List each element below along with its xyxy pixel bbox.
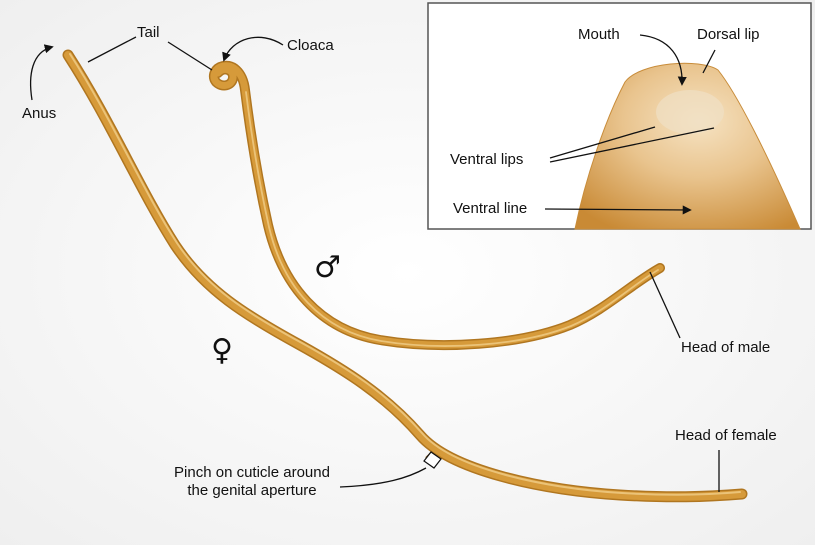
lips-area bbox=[656, 90, 724, 134]
pinch-leader bbox=[339, 467, 427, 488]
anus-arrow bbox=[29, 44, 54, 101]
label-pinch-line2: the genital aperture bbox=[187, 482, 317, 499]
inset-head-closeup bbox=[427, 2, 812, 230]
label-ventral-lips: Ventral lips bbox=[450, 151, 524, 168]
label-head-of-female: Head of female bbox=[675, 427, 777, 444]
label-dorsal-lip: Dorsal lip bbox=[697, 26, 760, 43]
dorsal-lip-leader bbox=[702, 49, 716, 74]
ventral-lip-leader-2 bbox=[549, 127, 715, 163]
cloaca-arrow bbox=[222, 36, 284, 62]
label-cloaca: Cloaca bbox=[287, 37, 334, 54]
label-pinch: Pinch on cuticle around the genital aper… bbox=[162, 464, 342, 500]
female-worm bbox=[62, 49, 748, 503]
label-anus: Anus bbox=[22, 105, 57, 122]
label-pinch-line1: Pinch on cuticle around bbox=[174, 464, 330, 481]
label-ventral-line: Ventral line bbox=[453, 200, 528, 217]
male-symbol: ♂ bbox=[314, 250, 341, 285]
pinch-bracket bbox=[423, 451, 442, 469]
label-tail: Tail bbox=[137, 24, 160, 41]
worm-head bbox=[574, 62, 801, 230]
head-of-male-leader bbox=[649, 271, 681, 339]
label-mouth: Mouth bbox=[578, 26, 620, 43]
male-worm bbox=[208, 60, 665, 350]
mouth-arrow bbox=[639, 34, 687, 86]
label-head-of-male: Head of male bbox=[681, 339, 771, 356]
ventral-lip-leader-1 bbox=[549, 126, 656, 159]
tail-leader-2 bbox=[167, 41, 213, 71]
tail-leader-1 bbox=[87, 36, 137, 63]
leaders bbox=[29, 34, 720, 492]
female-symbol: ♀ bbox=[211, 333, 233, 368]
ventral-line-arrow bbox=[544, 205, 692, 215]
